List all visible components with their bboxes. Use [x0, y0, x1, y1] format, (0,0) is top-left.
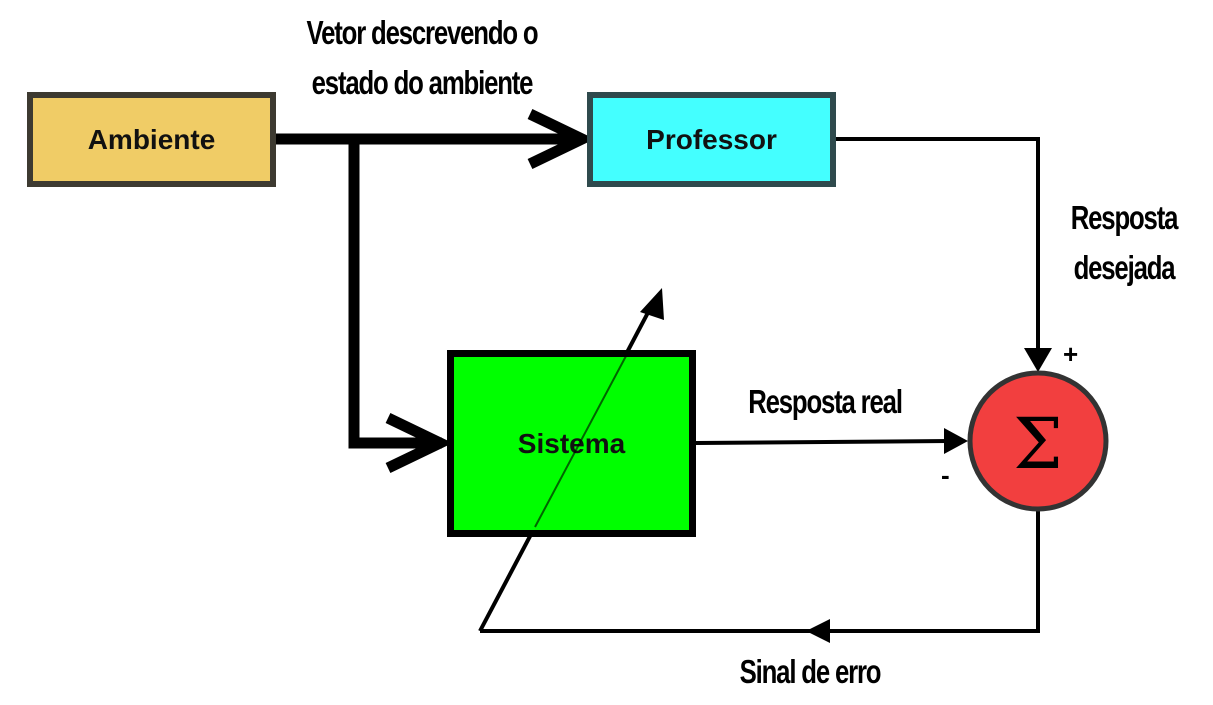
error-arrowhead [806, 619, 830, 643]
professor-block: Professor [587, 92, 836, 187]
ambiente-label: Ambiente [87, 123, 216, 155]
state-vector-label: Vetor descrevendo o estado do ambiente [274, 8, 570, 108]
sigma-icon: Σ [1013, 403, 1063, 485]
desired-response-label-line1: Resposta [1070, 199, 1179, 236]
error-feedback-line [480, 510, 1040, 633]
sistema-block: Sistema [447, 350, 696, 537]
sum-minus-arrowhead [944, 428, 968, 454]
error-signal-label: Sinal de erro [739, 653, 882, 690]
state-vector-label-line2: estado do ambiente [311, 64, 534, 101]
plus-sign: + [1063, 339, 1079, 369]
ambiente-to-sistema-line [348, 139, 442, 449]
actual-response-label: Resposta real [748, 383, 903, 420]
sum-plus-arrowhead [1024, 348, 1052, 372]
state-vector-label-line1: Vetor descrevendo o [306, 14, 539, 51]
summing-junction [967, 370, 1109, 512]
adaptation-arrowhead [640, 288, 664, 320]
sistema-label: Sistema [517, 427, 626, 459]
professor-arrowhead [527, 109, 595, 169]
professor-to-sum-line [836, 137, 1040, 355]
desired-response-label-line2: desejada [1073, 249, 1176, 286]
ambiente-block: Ambiente [27, 92, 276, 187]
sistema-to-sum-line [695, 439, 951, 445]
desired-response-label: Resposta desejada [1046, 193, 1202, 293]
professor-label: Professor [646, 123, 777, 155]
minus-sign: - [941, 460, 950, 490]
sistema-arrowhead [385, 413, 453, 473]
